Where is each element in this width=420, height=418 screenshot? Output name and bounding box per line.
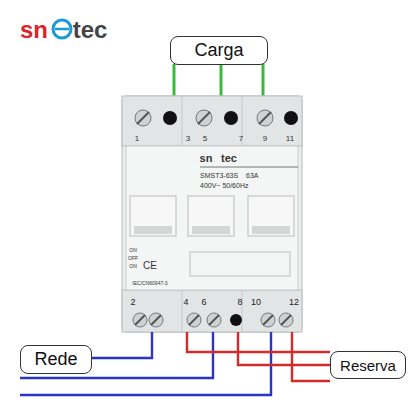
terminal-label: 8	[237, 298, 242, 307]
terminal-label: 3	[186, 135, 190, 143]
label-box: Carga	[170, 36, 268, 65]
terminal-label: 7	[239, 135, 243, 143]
box-label: Reserva	[340, 357, 396, 374]
bottom-terminals	[133, 313, 293, 327]
logo-text: tec	[73, 18, 108, 42]
box-label: Rede	[34, 349, 77, 370]
top-terminals	[135, 110, 298, 126]
box-label: Carga	[194, 40, 243, 61]
label-box: Rede	[20, 345, 92, 374]
terminal-label: 10	[251, 298, 261, 307]
terminal-label: 5	[203, 135, 207, 143]
reserve-wires	[187, 332, 330, 381]
mains-wires	[20, 332, 271, 395]
terminal-label: 2	[130, 298, 135, 307]
terminal-label: CE	[143, 261, 157, 271]
switch-body	[122, 96, 302, 332]
label-box: Reserva	[330, 351, 406, 379]
terminal-label: ON	[129, 264, 137, 269]
logo-text: sn	[200, 153, 213, 164]
terminal-label: 11	[286, 135, 294, 143]
logo-text: sn	[20, 18, 48, 42]
terminal-label: 4	[183, 298, 188, 307]
terminal-label: 400V~ 50/60Hz	[200, 182, 248, 189]
terminal-label: 6	[201, 298, 206, 307]
load-wires	[174, 64, 263, 100]
terminal-label: ON	[129, 248, 137, 253]
terminal-label: OFF	[128, 256, 138, 261]
terminal-label: IEC/CN60947-3	[132, 281, 167, 286]
terminal-label: 12	[289, 298, 299, 307]
logo-text: tec	[221, 153, 237, 164]
terminal-label: SMST3-63S	[200, 172, 238, 179]
terminal-label: 1	[135, 135, 139, 143]
terminal-label: 9	[263, 135, 267, 143]
terminal-label: 63A	[246, 172, 258, 179]
